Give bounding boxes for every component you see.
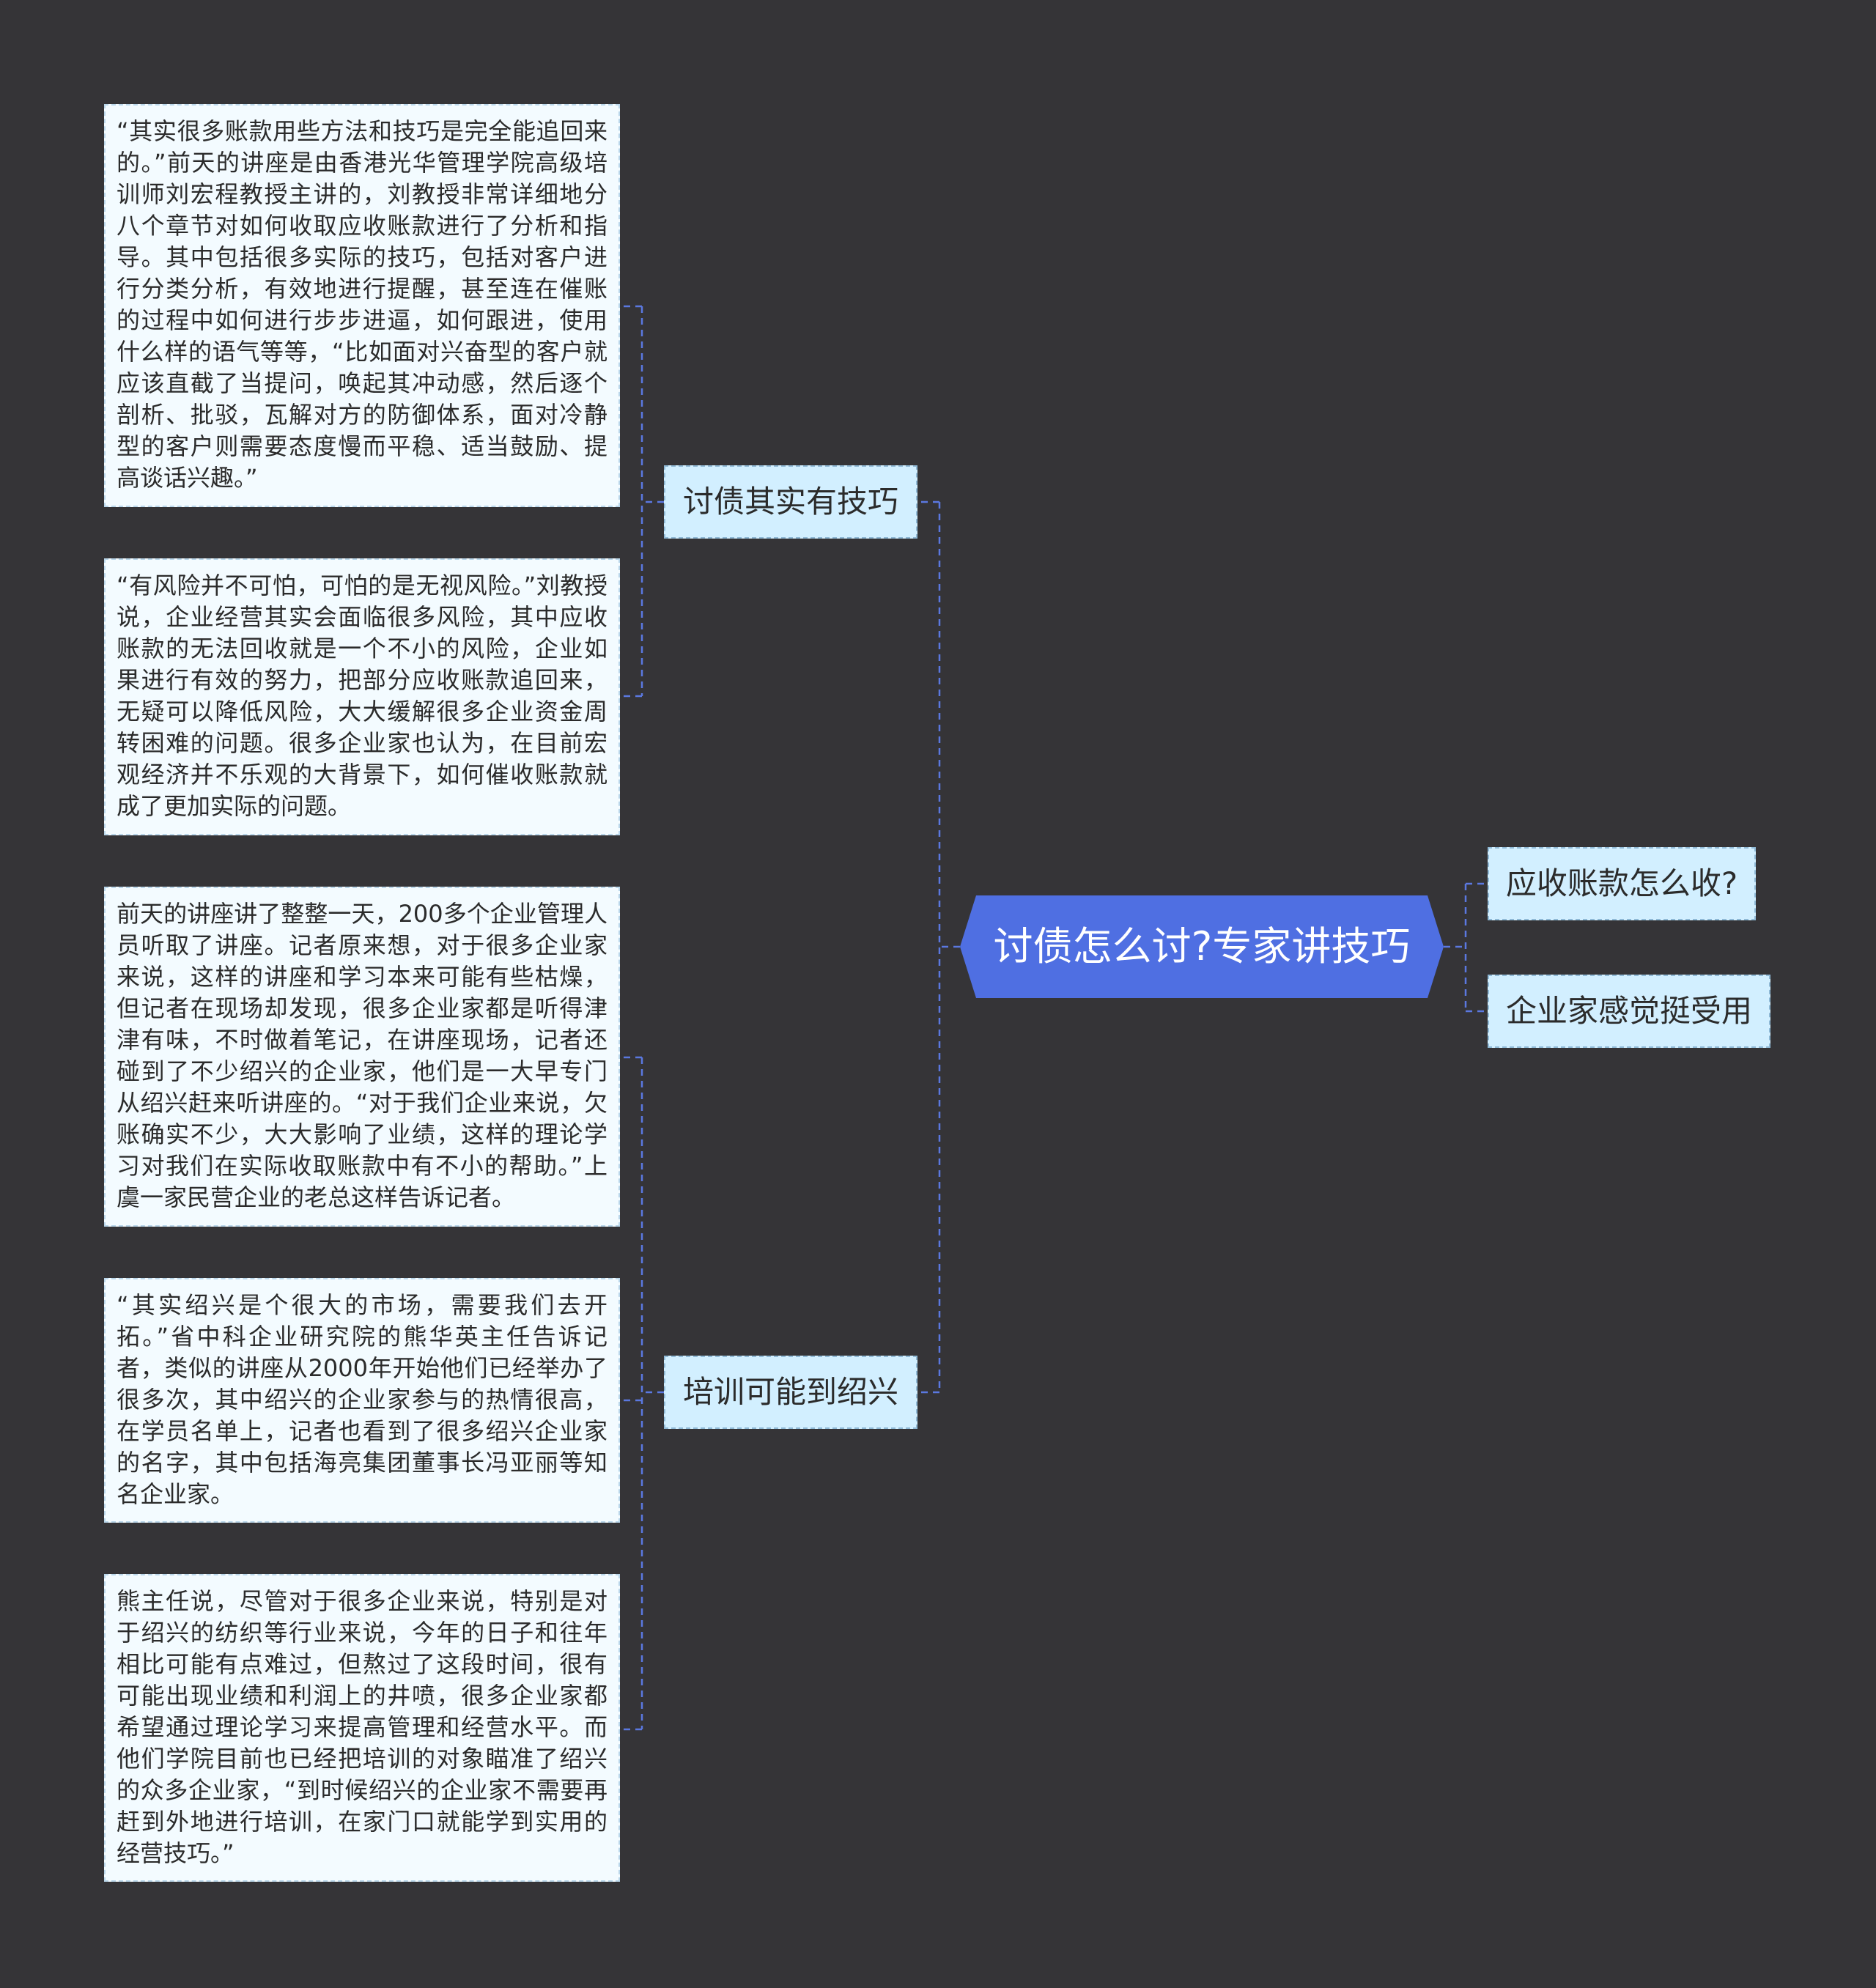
- branch-node-tips[interactable]: 讨债其实有技巧: [664, 465, 917, 539]
- detail-box-4: “其实绍兴是个很大的市场，需要我们去开拓。”省中科企业研究院的熊华英主任告诉记者…: [104, 1278, 620, 1523]
- detail-box-2: “有风险并不可怕，可怕的是无视风险。”刘教授说，企业经营其实会面临很多风险，其中…: [104, 558, 620, 835]
- detail-box-3: 前天的讲座讲了整整一天，200多个企业管理人员听取了讲座。记者原来想，对于很多企…: [104, 887, 620, 1227]
- root-topic-node[interactable]: 讨债怎么讨?专家讲技巧: [960, 895, 1444, 998]
- connector-branch2-details: [620, 1056, 664, 1731]
- detail-box-1: “其实很多账款用些方法和技巧是完全能追回来的。”前天的讲座是由香港光华管理学院高…: [104, 104, 620, 507]
- connector-root-right: [1444, 882, 1488, 1013]
- connector-root-left: [917, 500, 960, 1394]
- connector-branch1-details: [620, 305, 664, 698]
- branch-node-training[interactable]: 培训可能到绍兴: [664, 1356, 917, 1429]
- branch-node-feedback[interactable]: 企业家感觉挺受用: [1488, 975, 1770, 1048]
- branch-node-receivables[interactable]: 应收账款怎么收?: [1488, 847, 1756, 920]
- detail-box-5: 熊主任说，尽管对于很多企业来说，特别是对于绍兴的纺织等行业来说，今年的日子和往年…: [104, 1574, 620, 1882]
